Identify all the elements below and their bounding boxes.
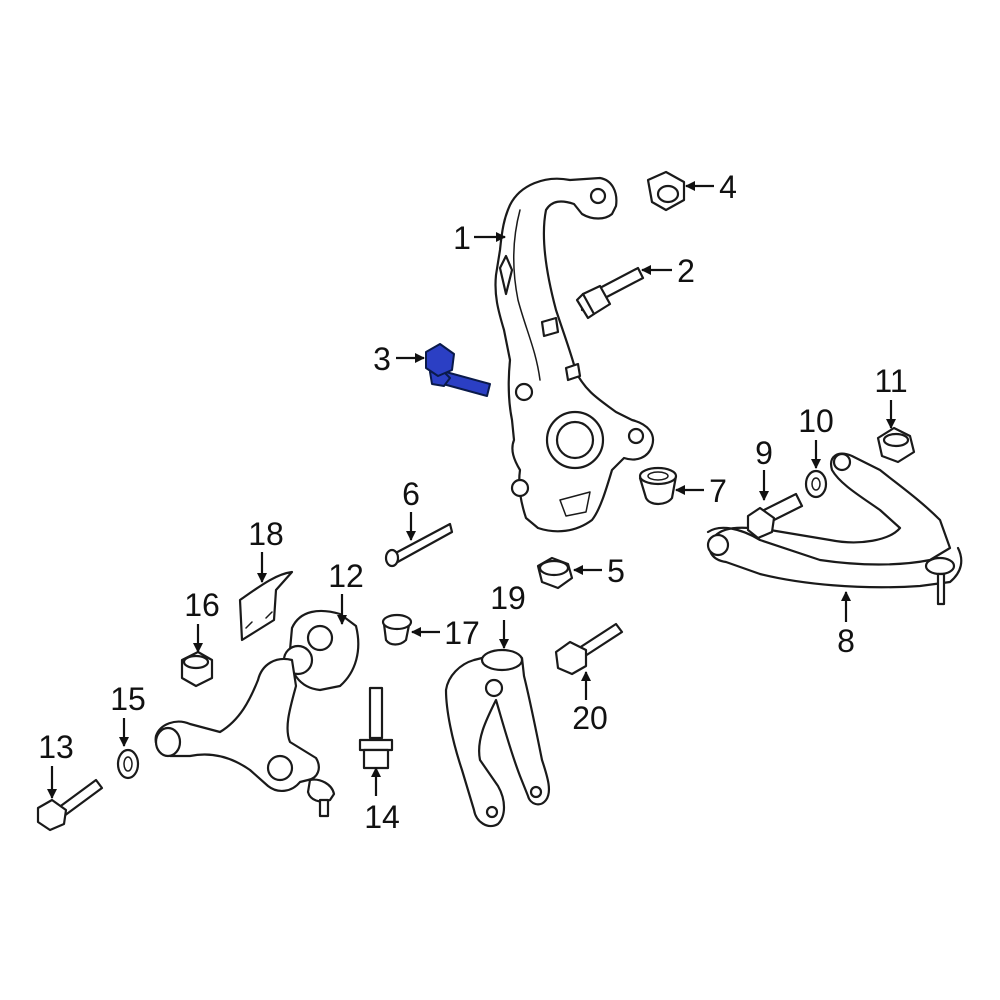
- part-17-bushing[interactable]: [381, 613, 413, 646]
- callout-label-13: 13: [38, 729, 74, 765]
- callout-label-20: 20: [572, 700, 608, 736]
- callout-label-3: 3: [373, 341, 391, 377]
- callout-label-10: 10: [798, 403, 834, 439]
- callout-label-19: 19: [490, 580, 526, 616]
- part-19-fork[interactable]: [444, 648, 551, 828]
- callout-arrows: [47, 181, 896, 799]
- callout-label-16: 16: [184, 587, 220, 623]
- callout-label-12: 12: [328, 558, 364, 594]
- part-9-bolt[interactable]: [746, 492, 804, 540]
- callout-label-8: 8: [837, 623, 855, 659]
- part-11-nut[interactable]: [876, 426, 916, 464]
- part-10-washer[interactable]: [804, 469, 828, 499]
- part-8-upper-control-arm[interactable]: [706, 452, 963, 606]
- part-13-bolt[interactable]: [36, 778, 104, 832]
- part-1-steering-knuckle[interactable]: [494, 176, 655, 533]
- lower-control-arm[interactable]: [154, 657, 336, 818]
- callout-label-5: 5: [607, 553, 625, 589]
- part-18-bracket[interactable]: [238, 570, 294, 642]
- callout-label-11: 11: [874, 363, 907, 399]
- callout-label-4: 4: [719, 169, 737, 205]
- part-3-bolt-highlighted[interactable]: [425, 343, 491, 397]
- callout-label-18: 18: [248, 516, 284, 552]
- callout-label-6: 6: [402, 476, 420, 512]
- part-16-nut[interactable]: [180, 650, 214, 688]
- part-6-cotter-pin[interactable]: [384, 522, 454, 568]
- part-5-nut[interactable]: [536, 556, 574, 590]
- part-15-washer[interactable]: [116, 748, 140, 780]
- callout-label-1: 1: [453, 220, 471, 256]
- part-14-bolt[interactable]: [358, 686, 394, 770]
- part-3-shank: [442, 371, 491, 397]
- callout-label-17: 17: [444, 615, 480, 651]
- part-2-bolt[interactable]: [575, 266, 645, 320]
- part-3-head: [425, 343, 455, 377]
- callout-label-15: 15: [110, 681, 146, 717]
- callout-label-7: 7: [709, 473, 727, 509]
- part-4-nut[interactable]: [646, 170, 686, 212]
- callout-label-2: 2: [677, 253, 695, 289]
- callout-label-9: 9: [755, 435, 773, 471]
- callout-label-14: 14: [364, 799, 400, 835]
- callout-labels: 1 2 3 4 5 6 7 8 9 10 11 12 13 14 15 16 1…: [38, 169, 907, 835]
- part-7-bushing[interactable]: [638, 466, 678, 506]
- part-20-bolt[interactable]: [554, 622, 624, 676]
